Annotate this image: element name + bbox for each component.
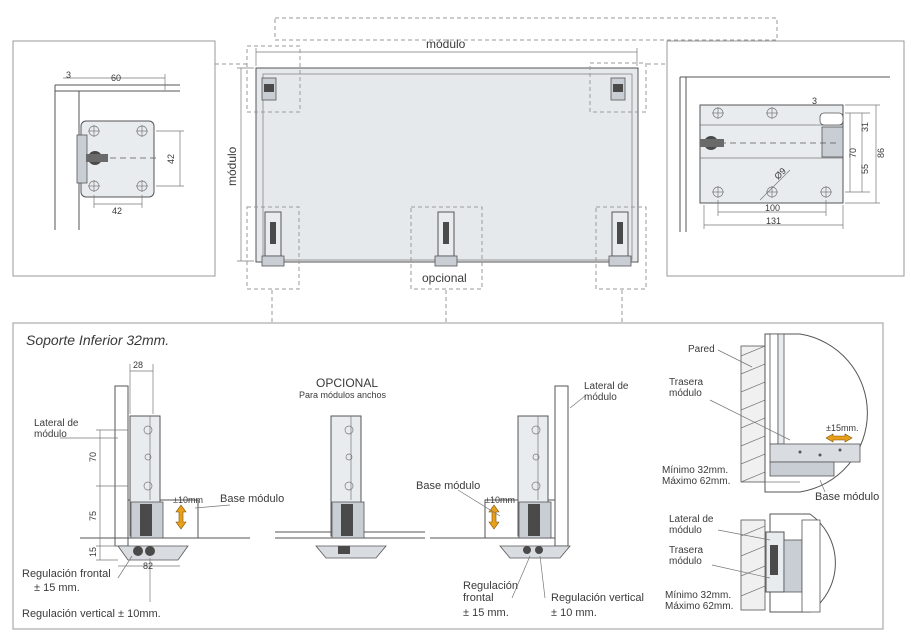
far-right-pm15: ±15mm.: [826, 423, 858, 433]
left-reg-frontal: Regulación frontal: [22, 568, 111, 580]
left-lateral-label-2: módulo: [34, 429, 67, 440]
opcional-label: opcional: [422, 271, 467, 285]
connector-lines: [215, 17, 778, 322]
trasera2-label-1: Trasera: [669, 545, 704, 556]
maximo1-label: Máximo 62mm.: [662, 476, 730, 487]
dim-86: 86: [876, 148, 886, 158]
dim-55: 55: [860, 164, 870, 174]
dim-42-vertical: 42: [166, 154, 176, 164]
left-base-label: Base módulo: [220, 493, 284, 505]
left-pm10: ±10mm: [173, 495, 203, 505]
trasera2-label-2: módulo: [669, 556, 702, 567]
far-right-details: [709, 333, 868, 613]
dim-3-right: 3: [812, 96, 817, 106]
right-pm10: ±10mm: [485, 495, 515, 505]
dim-70-left: 70: [88, 452, 98, 462]
bottom-title: Soporte Inferior 32mm.: [26, 332, 169, 348]
modulo-height-label: módulo: [225, 146, 239, 186]
dim-60: 60: [111, 73, 121, 83]
right-pm10b: ± 10 mm.: [551, 607, 597, 619]
top-left-panel: [12, 40, 216, 277]
dim-28: 28: [133, 360, 143, 370]
right-base-label: Base módulo: [416, 480, 480, 492]
right-reg-frontal-1: Regulación: [463, 580, 518, 592]
pared-label: Pared: [688, 344, 715, 355]
right-lateral-label-1: Lateral de: [584, 381, 629, 392]
far-right-lateral-1: Lateral de: [669, 514, 714, 525]
maximo2-label: Máximo 62mm.: [665, 601, 733, 612]
modulo-width-label: módulo: [426, 37, 466, 51]
dim-100: 100: [765, 203, 780, 213]
top-right-panel: [666, 40, 905, 277]
right-pm15: ± 15 mm.: [463, 607, 509, 619]
dim-131: 131: [766, 216, 781, 226]
right-reg-frontal-2: frontal: [463, 592, 494, 604]
right-support-detail: [430, 385, 586, 599]
dim-3-left: 3: [66, 70, 71, 80]
dim-31: 31: [860, 122, 870, 132]
minimo1-label: Mínimo 32mm.: [662, 465, 728, 476]
trasera1-label-2: módulo: [669, 388, 702, 399]
opcional-subtitle: Para módulos anchos: [299, 390, 387, 400]
dim-70: 70: [848, 148, 858, 158]
dim-82: 82: [143, 561, 153, 571]
far-right-base-label: Base módulo: [815, 491, 879, 503]
center-optional-detail: [275, 415, 425, 559]
far-right-lateral-2: módulo: [669, 525, 702, 536]
minimo2-label: Mínimo 32mm.: [665, 590, 731, 601]
left-reg-vertical: Regulación vertical ± 10mm.: [22, 608, 161, 620]
dim-15-left: 15: [88, 547, 98, 557]
dim-42-horizontal: 42: [112, 206, 122, 216]
opcional-title: OPCIONAL: [316, 376, 378, 390]
trasera1-label-1: Trasera: [669, 377, 704, 388]
right-reg-vertical: Regulación vertical: [551, 592, 644, 604]
top-center-cabinet: [237, 45, 647, 290]
left-lateral-label-1: Lateral de: [34, 418, 79, 429]
right-lateral-label-2: módulo: [584, 392, 617, 403]
dim-75-left: 75: [88, 511, 98, 521]
left-pm15: ± 15 mm.: [34, 582, 80, 594]
left-support-detail: [60, 364, 250, 602]
